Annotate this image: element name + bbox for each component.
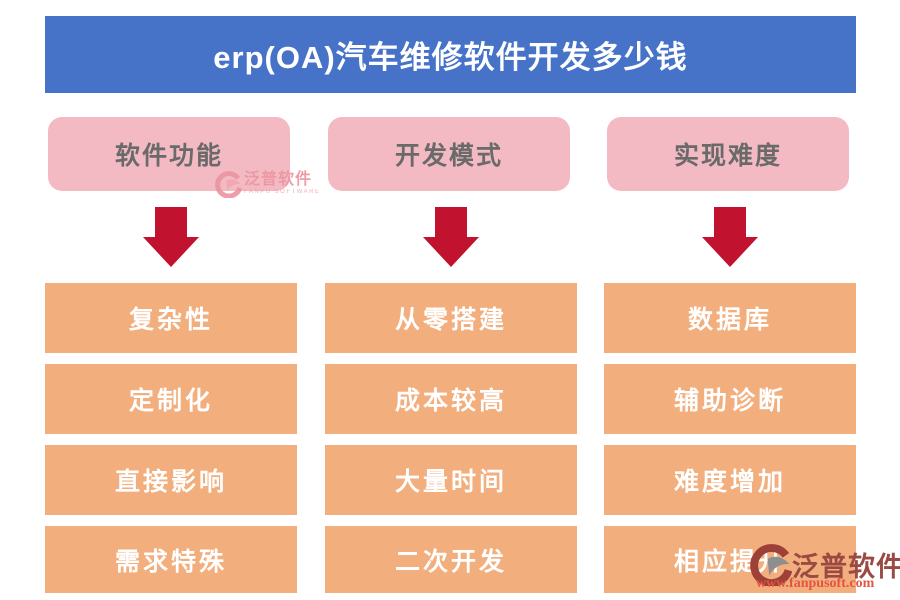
- item-label: 数据库: [687, 306, 772, 334]
- down-arrow-icon: [423, 207, 479, 267]
- item-box: 直接影响: [45, 445, 297, 515]
- title-banner: erp(OA)汽车维修软件开发多少钱: [45, 16, 856, 93]
- item-label: 二次开发: [394, 547, 507, 576]
- category-label: 软件功能: [114, 142, 223, 170]
- down-arrow-icon: [143, 207, 199, 267]
- item-box: 数据库: [604, 283, 856, 353]
- item-label: 相应提升: [673, 547, 786, 576]
- category-label: 实现难度: [673, 142, 782, 170]
- item-label: 复杂性: [128, 306, 213, 334]
- category-card-software-features: 软件功能: [48, 117, 290, 191]
- flow-column-implementation-difficulty: 实现难度 数据库 辅助诊断 难度增加 相应提升: [604, 0, 856, 600]
- item-label: 直接影响: [114, 468, 227, 496]
- item-box: 成本较高: [325, 364, 577, 434]
- flow-column-development-mode: 开发模式 从零搭建 成本较高 大量时间 二次开发: [325, 0, 577, 600]
- item-box: 难度增加: [604, 445, 856, 515]
- item-label: 需求特殊: [114, 547, 227, 576]
- item-box: 二次开发: [325, 526, 577, 593]
- page-title: erp(OA)汽车维修软件开发多少钱: [213, 40, 688, 75]
- category-label: 开发模式: [394, 142, 503, 170]
- category-card-implementation-difficulty: 实现难度: [607, 117, 849, 191]
- item-label: 辅助诊断: [673, 387, 786, 415]
- item-label: 难度增加: [673, 468, 786, 496]
- item-label: 成本较高: [394, 387, 507, 415]
- category-card-development-mode: 开发模式: [328, 117, 570, 191]
- item-label: 从零搭建: [394, 306, 507, 334]
- down-arrow-icon: [702, 207, 758, 267]
- item-label: 定制化: [128, 387, 213, 415]
- item-box: 复杂性: [45, 283, 297, 353]
- item-box: 相应提升: [604, 526, 856, 593]
- item-box: 定制化: [45, 364, 297, 434]
- item-box: 大量时间: [325, 445, 577, 515]
- item-box: 从零搭建: [325, 283, 577, 353]
- item-box: 需求特殊: [45, 526, 297, 593]
- flow-column-software-features: 软件功能 复杂性 定制化 直接影响 需求特殊: [45, 0, 297, 600]
- item-label: 大量时间: [394, 468, 507, 496]
- item-box: 辅助诊断: [604, 364, 856, 434]
